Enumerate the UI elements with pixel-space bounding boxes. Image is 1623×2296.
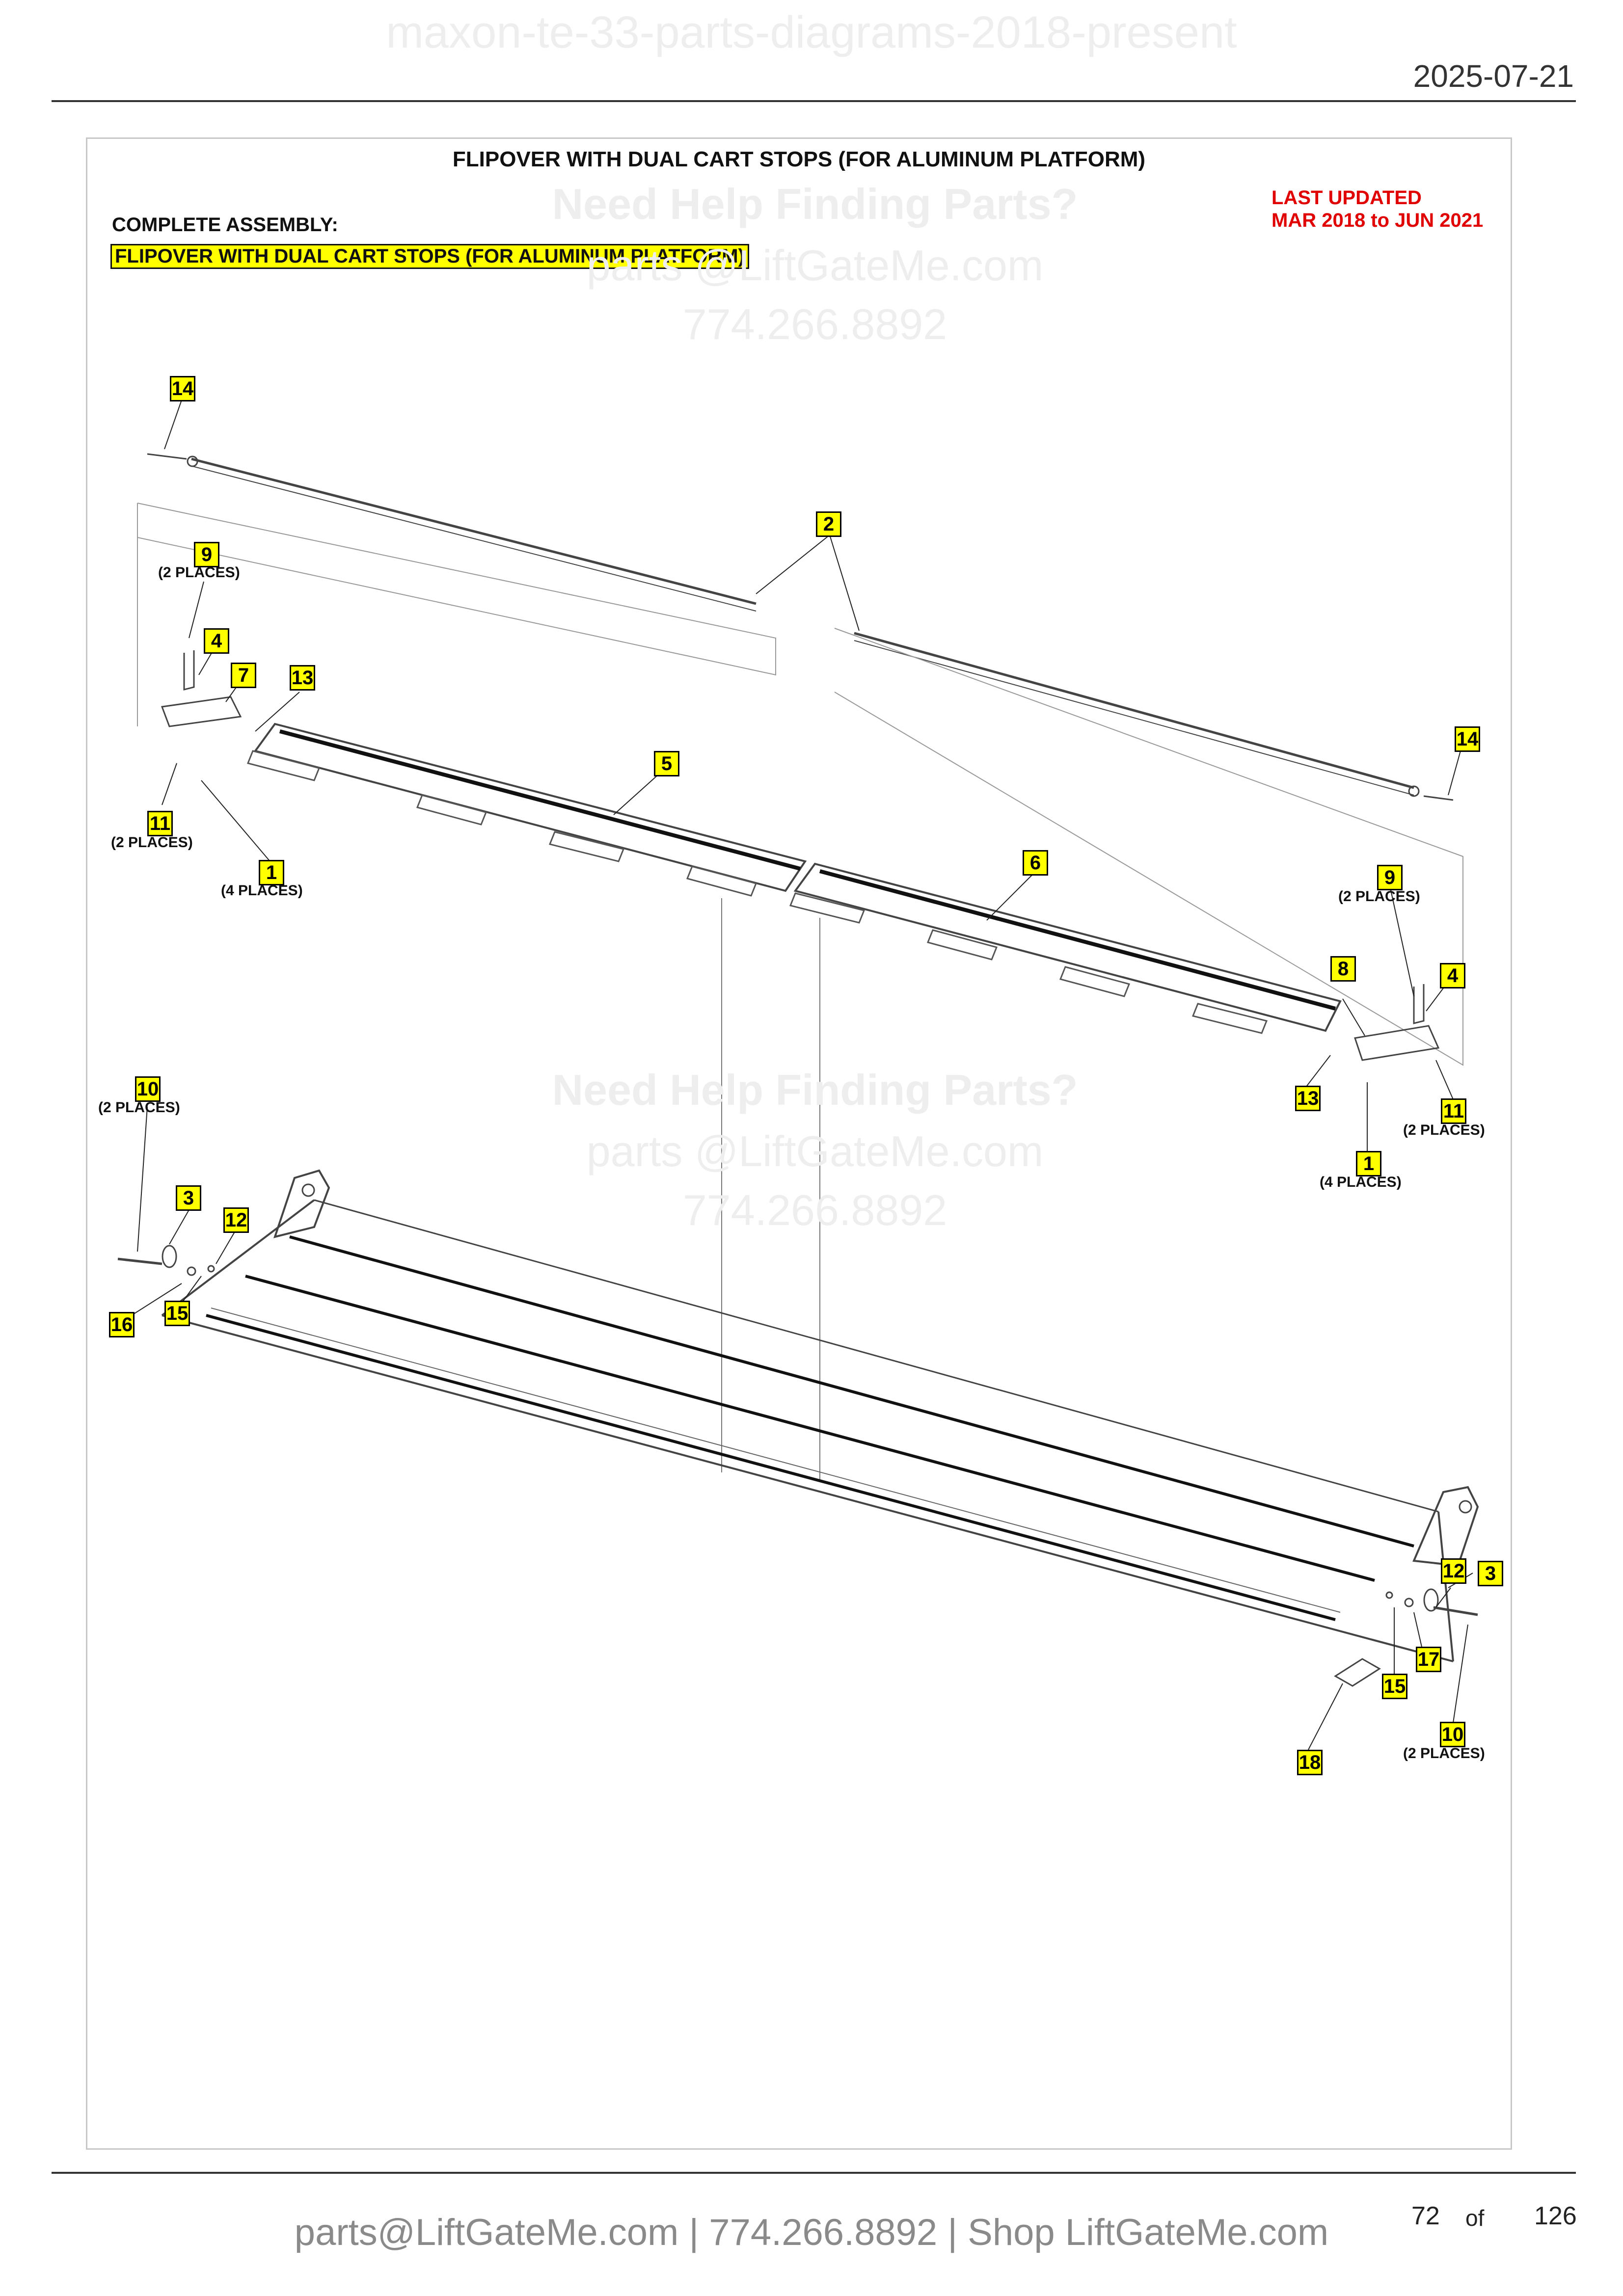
callout-item: 13	[1295, 1086, 1321, 1111]
callout-item: 1	[259, 860, 284, 885]
callout-item: 9	[194, 542, 219, 567]
watermark-help: Need Help Finding Parts?	[552, 180, 1078, 228]
watermark-phone: 774.266.8892	[682, 300, 947, 348]
callout-item: 12	[223, 1207, 249, 1233]
callout-item: 17	[1416, 1647, 1441, 1672]
callout-item: 7	[231, 663, 256, 688]
callout-places: (2 PLACES)	[1403, 1122, 1485, 1138]
document-date: 2025-07-21	[1413, 58, 1574, 94]
callout-item: 3	[176, 1185, 201, 1211]
diagram-frame	[86, 137, 1512, 2150]
callout-item: 14	[1455, 726, 1480, 752]
callout-item: 15	[164, 1301, 190, 1326]
callout-item: 9	[1377, 865, 1403, 890]
assembly-label: COMPLETE ASSEMBLY:	[112, 214, 338, 236]
callout-places: (4 PLACES)	[221, 882, 303, 899]
callout-places: (4 PLACES)	[1320, 1174, 1402, 1190]
callout-places: (2 PLACES)	[98, 1099, 180, 1116]
callout-item: 4	[1440, 963, 1465, 988]
watermark-email: parts @LiftGateMe.com	[586, 241, 1044, 290]
callout-places: (2 PLACES)	[1403, 1745, 1485, 1762]
diagram-title: FLIPOVER WITH DUAL CART STOPS (FOR ALUMI…	[452, 147, 1146, 171]
callout-item: 14	[170, 376, 195, 401]
page-total: 126	[1534, 2202, 1577, 2230]
callout-places: (2 PLACES)	[111, 834, 193, 851]
watermark-email: parts @LiftGateMe.com	[586, 1127, 1044, 1175]
page-of: of	[1465, 2205, 1485, 2231]
callout-item: 4	[204, 628, 229, 654]
callout-places: (2 PLACES)	[158, 564, 240, 581]
callout-item: 15	[1382, 1674, 1407, 1699]
callout-item: 1	[1356, 1151, 1381, 1176]
watermark-phone: 774.266.8892	[682, 1186, 947, 1234]
callout-item: 11	[1441, 1098, 1466, 1124]
last-updated-range: MAR 2018 to JUN 2021	[1271, 210, 1484, 231]
callout-item: 13	[290, 665, 315, 691]
callout-item: 6	[1023, 850, 1048, 876]
last-updated: LAST UPDATED MAR 2018 to JUN 2021	[1271, 187, 1483, 232]
callout-item: 2	[816, 511, 841, 537]
document-title: maxon-te-33-parts-diagrams-2018-present	[386, 7, 1237, 57]
callout-item: 10	[135, 1076, 161, 1102]
footer-divider	[52, 2172, 1576, 2174]
callout-item: 3	[1478, 1561, 1503, 1586]
assembly-name: FLIPOVER WITH DUAL CART STOPS (FOR ALUMI…	[110, 244, 749, 269]
callout-item: 12	[1441, 1558, 1466, 1584]
header-divider	[52, 100, 1576, 102]
callout-item: 11	[147, 811, 173, 836]
callout-item: 16	[109, 1312, 135, 1337]
callout-places: (2 PLACES)	[1338, 888, 1420, 905]
callout-item: 10	[1440, 1722, 1465, 1747]
footer-contact: parts@LiftGateMe.com | 774.266.8892 | Sh…	[294, 2212, 1329, 2253]
watermark-help: Need Help Finding Parts?	[552, 1066, 1078, 1114]
callout-item: 8	[1330, 956, 1356, 982]
last-updated-label: LAST UPDATED	[1271, 187, 1422, 209]
page-number: 72	[1411, 2202, 1440, 2230]
callout-item: 5	[654, 751, 679, 776]
callout-item: 18	[1297, 1750, 1323, 1775]
